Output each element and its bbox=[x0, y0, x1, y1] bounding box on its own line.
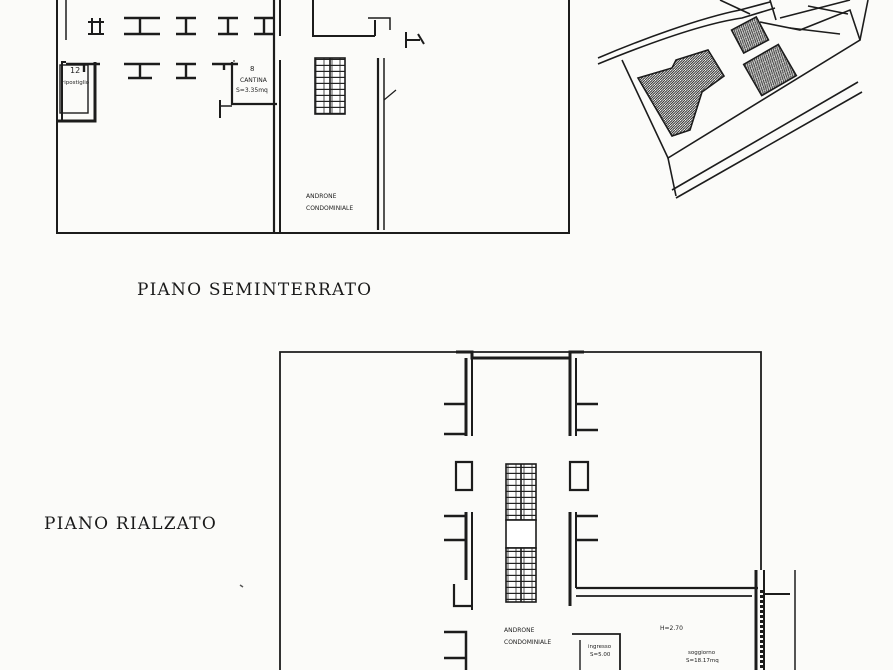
rialzato-room-label-2: S=5.00 bbox=[590, 652, 611, 658]
semi-outer-wall bbox=[56, 0, 570, 234]
rialzato-plan-title: PIANO RIALZATO bbox=[44, 514, 217, 534]
semi-hall-label-2: CONDOMINIALE bbox=[306, 205, 354, 212]
rialzato-outer-wall bbox=[279, 351, 762, 670]
rialzato-room-label-1: ingresso bbox=[588, 644, 612, 650]
room8-area: S=3.35mq bbox=[236, 87, 268, 94]
rialzato-unit-label-2: S=18.17mq bbox=[686, 658, 719, 664]
site-building-medium bbox=[742, 43, 798, 97]
semi-hall-label-1: ANDRONE bbox=[306, 193, 337, 200]
rialzato-hall-label-2: CONDOMINIALE bbox=[504, 639, 552, 646]
semi-room8-walls bbox=[230, 62, 277, 106]
semi-pillars bbox=[66, 16, 274, 80]
rialzato-stair-landing bbox=[505, 519, 537, 549]
site-building-main bbox=[636, 49, 726, 137]
room12-number: 12 bbox=[70, 66, 81, 75]
rialzato-plan bbox=[279, 350, 796, 670]
room12-name: ripostiglio bbox=[62, 80, 90, 86]
rialzato-height-label: H=2.70 bbox=[660, 625, 683, 632]
site-road-edge bbox=[597, 1, 771, 59]
room8-name: CANTINA bbox=[240, 77, 267, 84]
rialzato-hall-label-1: ANDRONE bbox=[504, 627, 535, 634]
semi-plan bbox=[56, 0, 570, 234]
site-building-small bbox=[730, 15, 770, 55]
semi-plan-title: PIANO SEMINTERRATO bbox=[137, 280, 373, 300]
room8-number: 8 bbox=[250, 65, 255, 73]
site-plan bbox=[597, 0, 869, 199]
rialzato-unit-label-1: soggiorno bbox=[688, 650, 716, 656]
